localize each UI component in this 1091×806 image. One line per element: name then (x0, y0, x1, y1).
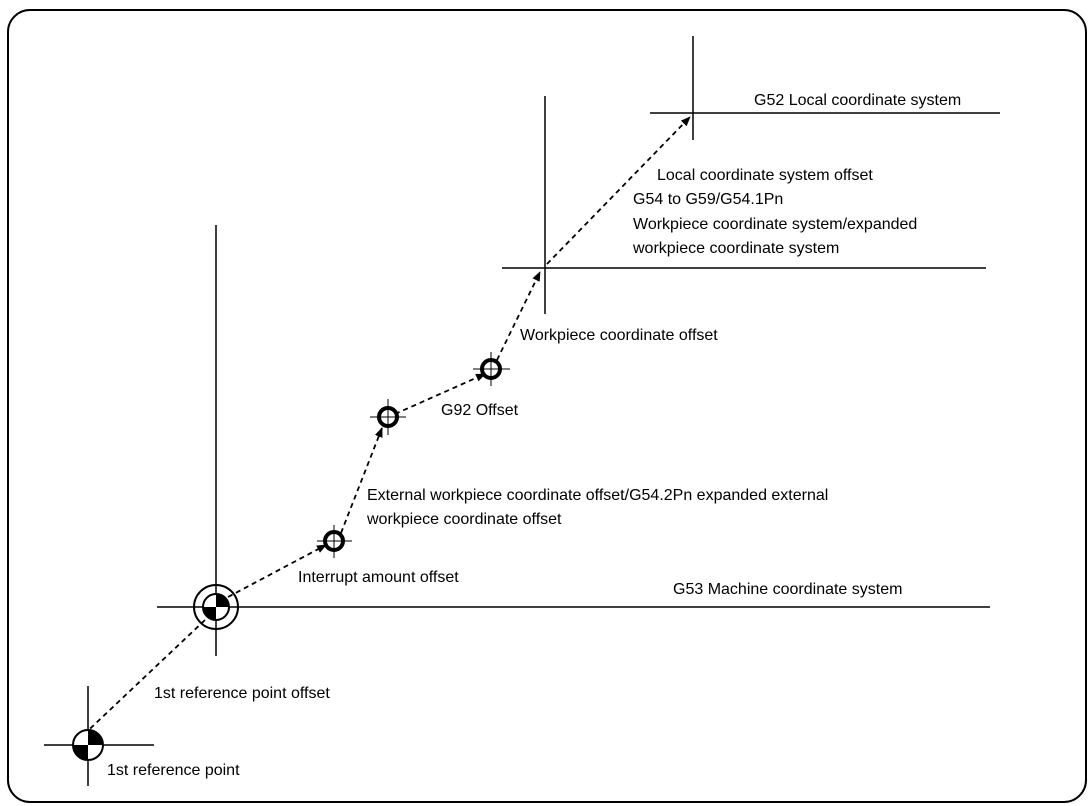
interrupt-offset-arrow (227, 544, 327, 598)
workpiece-offset-arrow (496, 271, 541, 361)
external-origin-icon (370, 399, 406, 435)
machine-origin-icon (193, 584, 239, 630)
label-g92-offset: G92 Offset (441, 402, 519, 419)
g92-origin-icon (473, 352, 510, 386)
label-ref-point-offset: 1st reference point offset (154, 685, 330, 702)
label-workpiece-offset: Workpiece coordinate offset (520, 327, 718, 344)
label-ref-point: 1st reference point (107, 762, 240, 779)
local-offset-arrow (546, 116, 691, 265)
workpiece-coordinate-axes (502, 96, 986, 314)
local-coordinate-axes (650, 36, 1000, 140)
label-local-system: G52 Local coordinate system (754, 92, 961, 109)
label-interrupt-offset: Interrupt amount offset (298, 569, 459, 586)
diagram-frame (7, 9, 1087, 803)
label-external-offset-2: workpiece coordinate offset (366, 511, 562, 528)
label-machine-system: G53 Machine coordinate system (673, 581, 902, 598)
label-external-offset-1: External workpiece coordinate offset/G54… (367, 487, 828, 504)
label-workpiece-system-2: workpiece coordinate system (632, 240, 839, 257)
interrupt-origin-icon (317, 525, 352, 558)
label-workpiece-system-1: Workpiece coordinate system/expanded (633, 216, 917, 233)
ref-point-offset-arrow (76, 619, 206, 742)
external-offset-arrow (340, 427, 383, 534)
offset-path (76, 116, 691, 742)
g92-offset-arrow (394, 373, 486, 415)
label-local-offset: Local coordinate system offset (657, 167, 873, 184)
label-g54-range: G54 to G59/G54.1Pn (633, 191, 783, 208)
reference-point-icon (44, 686, 154, 786)
